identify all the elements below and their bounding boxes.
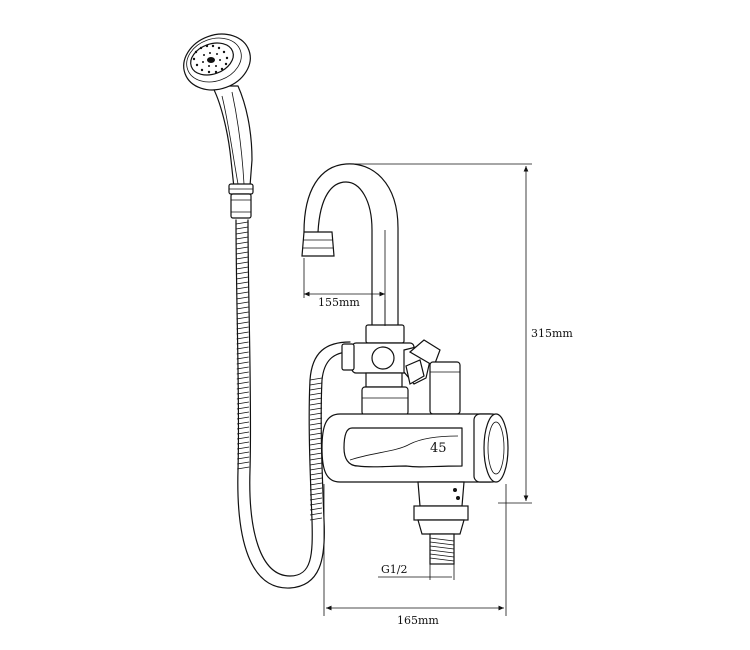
hose-ridge [309, 402, 323, 406]
hose-ridge [235, 226, 249, 230]
total-height-dimension: 315mm [346, 163, 573, 504]
hose-ridge [236, 301, 249, 305]
hose-ridge [236, 316, 249, 320]
diverter-valve [341, 324, 461, 416]
total-height-label: 315mm [531, 327, 573, 340]
hose-ridge [309, 462, 323, 466]
hose-ridge [237, 441, 250, 445]
hose-ridge [237, 466, 250, 470]
temperature-display: 45 [430, 441, 447, 456]
hose-ridge [309, 447, 323, 451]
hose-ridge [309, 457, 323, 461]
hose-ridge [309, 377, 323, 381]
hose-ridge [236, 266, 249, 270]
hose-ridge [309, 407, 323, 411]
total-width-dimension: 165mm [323, 484, 507, 627]
hose-ridge [236, 271, 249, 275]
hose-ridge [309, 382, 323, 386]
hose-ridge [236, 256, 249, 260]
thread-size-callout: G1/2 [378, 563, 455, 580]
hose-ridge [236, 246, 249, 250]
hose-ridge [236, 311, 249, 315]
hose-ridge [236, 241, 249, 245]
hose-ridge [236, 366, 249, 370]
hose-ridge [236, 381, 249, 385]
hose-ridge [236, 361, 249, 365]
hose-ridge [237, 436, 250, 440]
hose-ridge [309, 482, 323, 486]
hose-ridge [309, 437, 323, 441]
hose-ridge [237, 446, 250, 450]
spout-reach-dimension: 155mm [303, 258, 386, 326]
spout-reach-label: 155mm [318, 296, 360, 309]
hose-ridge [237, 451, 250, 455]
hose-ridge [236, 391, 249, 395]
hose-ridge [236, 261, 249, 265]
hose-ridge [309, 392, 323, 396]
inlet-fitting [413, 481, 469, 565]
hose-ridge [309, 467, 323, 471]
hose-ridge [236, 416, 250, 420]
hose-ridge [236, 286, 249, 290]
thread-size-label: G1/2 [381, 563, 408, 576]
hose-ridge [237, 461, 250, 465]
hose-ridge [309, 487, 323, 491]
hose-ridge [236, 321, 249, 325]
hose-ridge [236, 351, 249, 355]
hose-ridge [236, 336, 249, 340]
hose-ridge [236, 346, 249, 350]
hose-ridge [236, 401, 249, 405]
hose-ridge [309, 397, 323, 401]
hose-ridge [309, 517, 323, 521]
hose-ridge [309, 452, 323, 456]
hose-ridge [309, 502, 323, 506]
hose-ridge [236, 426, 250, 430]
hose-ridge [236, 251, 249, 255]
total-width-label: 165mm [397, 614, 439, 627]
hose-ridge [236, 371, 249, 375]
hose-ridge [309, 432, 323, 436]
hose-ridge [236, 386, 249, 390]
hose-ridge [309, 512, 323, 516]
hose-ridge [309, 422, 323, 426]
hose-ridge [236, 236, 249, 240]
hose-ridge [235, 221, 249, 225]
hose-ridge [236, 406, 249, 410]
hose-ridge [236, 396, 249, 400]
hose-ridge [236, 326, 249, 330]
hose-ridge [309, 412, 323, 416]
hose-ridge [236, 431, 250, 435]
hose-ridge [309, 492, 323, 496]
hose-ridge [309, 417, 323, 421]
hose-ridge [236, 281, 249, 285]
hose-ridge [309, 427, 323, 431]
hose-ridge [309, 387, 323, 391]
hose-ridge [236, 376, 249, 380]
hose-ridge [309, 472, 323, 476]
hose-ridge [309, 507, 323, 511]
hose-ridge [236, 291, 249, 295]
hose-ridge [236, 411, 250, 415]
heater-body: 45 [321, 413, 509, 483]
hose-ridge [236, 331, 249, 335]
shower-head [183, 33, 254, 219]
hose-ridge [309, 497, 323, 501]
hose-ridge [237, 456, 250, 460]
hose-ridge [309, 477, 323, 481]
hose-ridge [236, 341, 249, 345]
hose-ridge [236, 296, 249, 300]
hose-ridge [309, 442, 323, 446]
hose-ridge [235, 231, 249, 235]
hose-ridge [236, 276, 249, 280]
hose-ridge [236, 356, 249, 360]
flexible-hose [235, 219, 351, 589]
hose-ridge [236, 306, 249, 310]
hose-ridge [236, 421, 250, 425]
